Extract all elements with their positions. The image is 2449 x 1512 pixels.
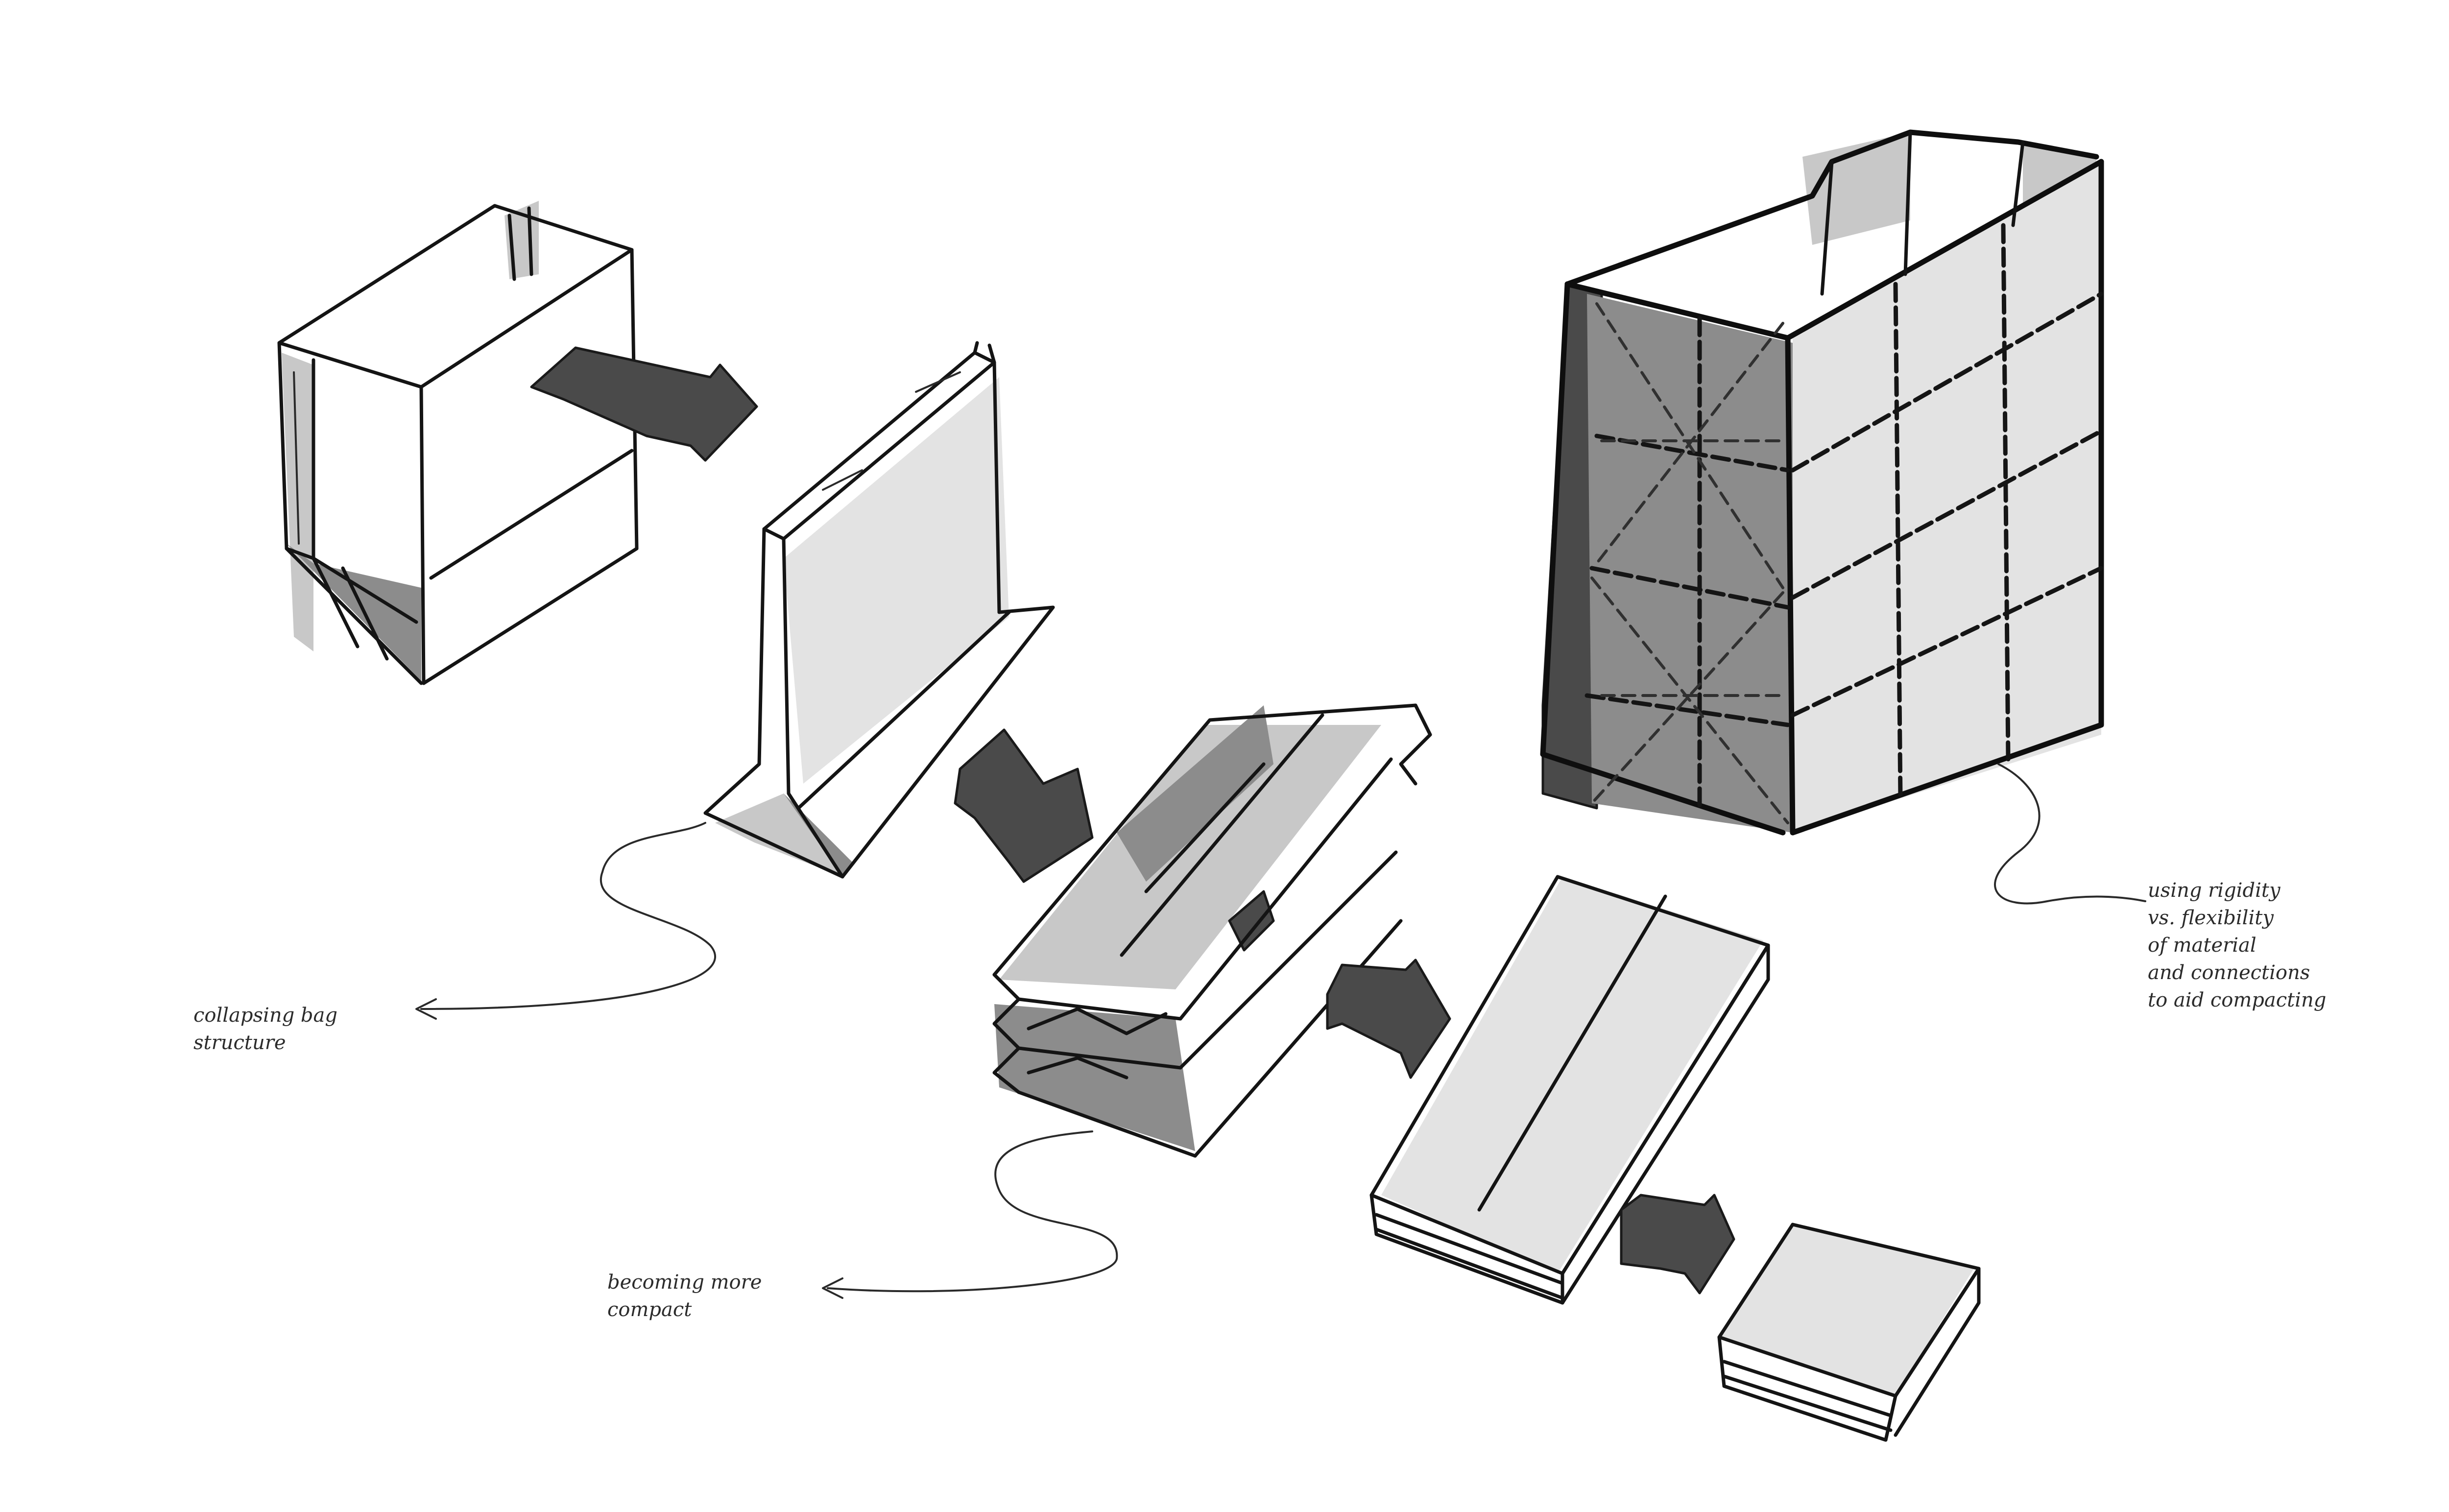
folded-stack-illustration [994, 705, 1430, 1156]
right-arrow-icon [1621, 1195, 1734, 1293]
curved-leader-line [1995, 764, 2145, 903]
annotation-becoming-more-compact: becoming more compact [607, 1269, 842, 1323]
curved-leader-line [828, 1131, 1117, 1291]
curved-leader-line [421, 823, 715, 1009]
right-arrow-icon [531, 348, 757, 460]
rigid-panel-bag-illustration [1543, 132, 2101, 833]
right-arrow-icon [1327, 960, 1450, 1078]
right-arrow-icon [955, 730, 1092, 882]
annotation-collapsing-bag-structure: collapsing bag structure [193, 1002, 448, 1056]
annotation-rigidity-vs-flexibility: using rigidity vs. flexibility of materi… [2148, 877, 2449, 1014]
open-bag-illustration [279, 201, 637, 683]
compact-bag-illustration [1719, 1224, 1979, 1440]
